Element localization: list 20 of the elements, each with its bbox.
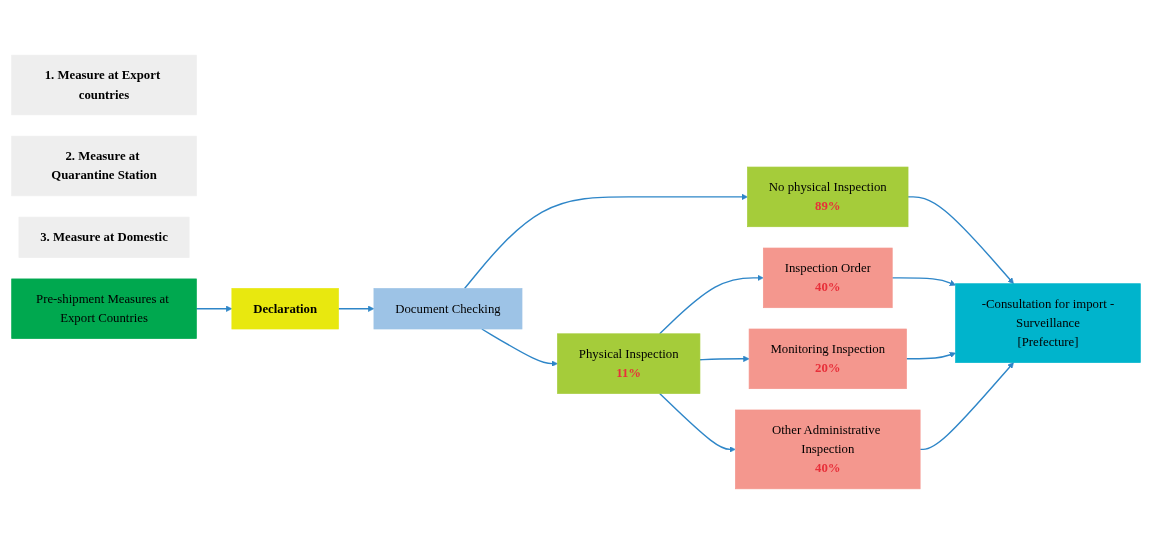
node-box: Inspection Order 40% bbox=[762, 247, 893, 309]
node-box: Declaration bbox=[231, 288, 339, 330]
node-box: Pre-shipment Measures at Export Countries bbox=[11, 278, 197, 339]
node-box: Document Checking bbox=[373, 288, 523, 330]
arrow bbox=[658, 392, 736, 453]
arrow bbox=[891, 277, 956, 286]
arrow bbox=[195, 305, 233, 312]
node-box: No physical Inspection 89% bbox=[747, 166, 909, 228]
arrow bbox=[337, 305, 375, 312]
arrow bbox=[481, 328, 558, 367]
node-box: Other Administrative Inspection 40% bbox=[735, 409, 921, 490]
node-box: Physical Inspection 11% bbox=[557, 333, 701, 394]
arrow bbox=[463, 193, 748, 290]
arrow bbox=[919, 362, 1014, 451]
arrow bbox=[658, 274, 764, 335]
arrow bbox=[905, 351, 956, 360]
node-box: -Consultation for import -Surveillance [Prefecture] bbox=[955, 283, 1141, 363]
arrow bbox=[907, 196, 1014, 284]
node-box: Monitoring Inspection 20% bbox=[748, 328, 907, 390]
arrow bbox=[699, 355, 750, 362]
